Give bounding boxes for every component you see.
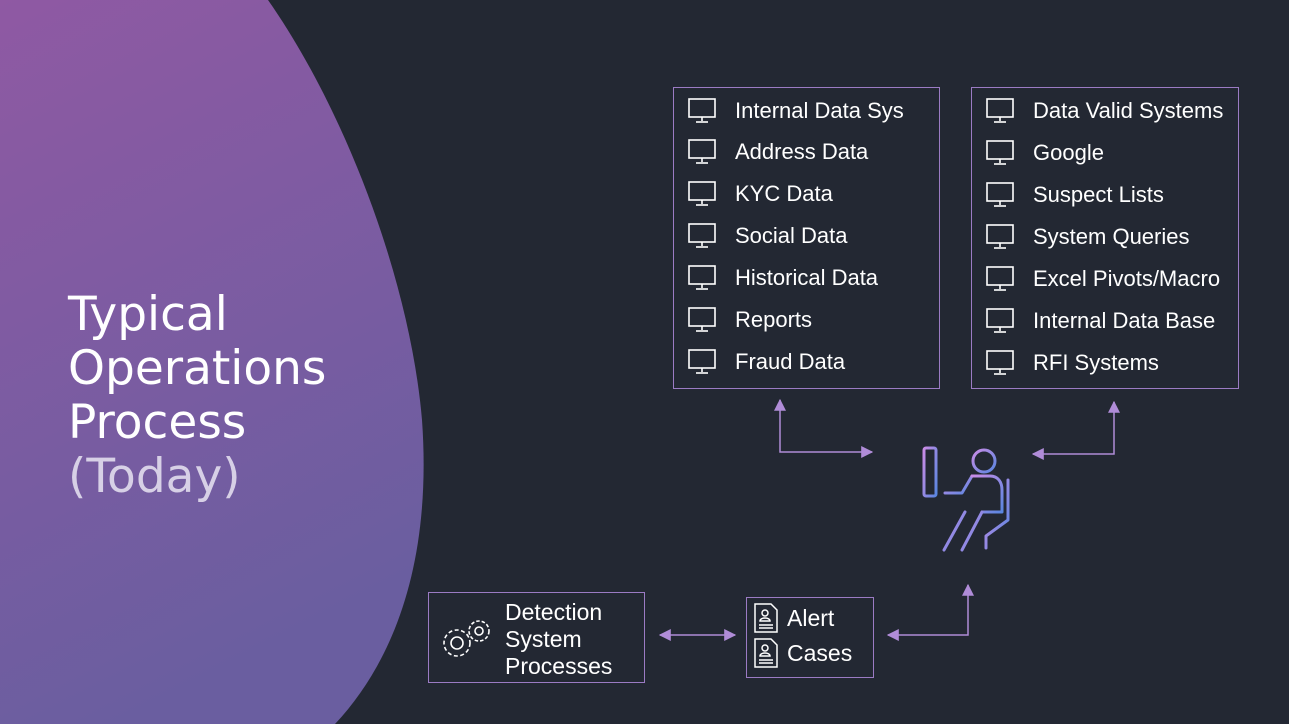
list-item-label: Fraud Data xyxy=(735,349,846,374)
page-title: Typical Operations Process (Today) xyxy=(68,288,326,504)
list-item: Address Data xyxy=(687,137,868,167)
list-item-label: Excel Pivots/Macro xyxy=(1033,266,1221,291)
monitor-icon xyxy=(688,349,716,374)
document-user-icon xyxy=(754,638,778,668)
gears-icon xyxy=(443,620,490,657)
list-item-label: Address Data xyxy=(735,139,869,164)
detection-system-box: Detection System Processes xyxy=(428,592,645,683)
monitor-icon xyxy=(688,223,716,248)
list-item-label: Internal Data Base xyxy=(1033,308,1216,333)
monitor-icon xyxy=(986,224,1014,249)
list-item: Reports xyxy=(687,305,812,335)
alert-item: Alert xyxy=(753,602,834,634)
cases-item: Cases xyxy=(753,637,852,669)
title-line-2: Operations xyxy=(68,341,327,396)
list-item-label: Historical Data xyxy=(735,265,879,290)
list-item: System Queries xyxy=(985,222,1190,252)
list-item-label: KYC Data xyxy=(735,181,833,206)
list-item: Suspect Lists xyxy=(985,180,1164,210)
monitor-icon xyxy=(688,139,716,164)
list-item: RFI Systems xyxy=(985,348,1159,378)
cases-label: Cases xyxy=(787,639,853,666)
title-line-4: (Today) xyxy=(68,449,241,504)
background-blob xyxy=(0,0,424,724)
arrow-alerts-to-operator xyxy=(886,583,974,641)
document-user-icon xyxy=(754,603,778,633)
list-item-label: Google xyxy=(1033,140,1104,165)
list-item: Internal Data Sys xyxy=(687,96,904,126)
list-item: Google xyxy=(985,138,1104,168)
title-line-3: Process xyxy=(68,395,247,450)
list-item-label: Suspect Lists xyxy=(1033,182,1164,207)
list-item-label: Internal Data Sys xyxy=(735,98,904,123)
alert-label: Alert xyxy=(787,604,835,631)
arrow-left-box-to-operator xyxy=(774,398,874,458)
list-item: Excel Pivots/Macro xyxy=(985,264,1220,294)
monitor-icon xyxy=(986,182,1014,207)
detection-line-2: System xyxy=(505,626,582,652)
monitor-icon xyxy=(688,181,716,206)
list-item: Social Data xyxy=(687,221,848,251)
detection-label: Detection System Processes xyxy=(505,599,612,680)
data-sources-right-box: Data Valid Systems Google Suspect Lists … xyxy=(971,87,1239,389)
list-item: Historical Data xyxy=(687,263,878,293)
list-item-label: Social Data xyxy=(735,223,848,248)
person-at-computer-icon xyxy=(908,446,1010,552)
list-item-label: RFI Systems xyxy=(1033,350,1159,375)
monitor-icon xyxy=(688,307,716,332)
arrow-right-box-to-operator xyxy=(1031,400,1120,460)
list-item-label: Reports xyxy=(735,307,813,332)
list-item: Internal Data Base xyxy=(985,306,1215,336)
monitor-icon xyxy=(986,350,1014,375)
monitor-icon xyxy=(688,98,716,123)
alerts-cases-box: Alert Cases xyxy=(746,597,874,678)
list-item: Fraud Data xyxy=(687,347,845,377)
list-item-label: System Queries xyxy=(1033,224,1190,249)
monitor-icon xyxy=(986,308,1014,333)
list-item: Data Valid Systems xyxy=(985,96,1223,126)
monitor-icon xyxy=(986,266,1014,291)
monitor-icon xyxy=(688,265,716,290)
detection-line-3: Processes xyxy=(505,653,613,679)
list-item-label: Data Valid Systems xyxy=(1033,98,1224,123)
title-line-1: Typical xyxy=(68,287,228,342)
detection-line-1: Detection xyxy=(505,599,603,625)
list-item: KYC Data xyxy=(687,179,833,209)
data-sources-left-box: Internal Data Sys Address Data KYC Data … xyxy=(673,87,940,389)
monitor-icon xyxy=(986,140,1014,165)
monitor-icon xyxy=(986,98,1014,123)
